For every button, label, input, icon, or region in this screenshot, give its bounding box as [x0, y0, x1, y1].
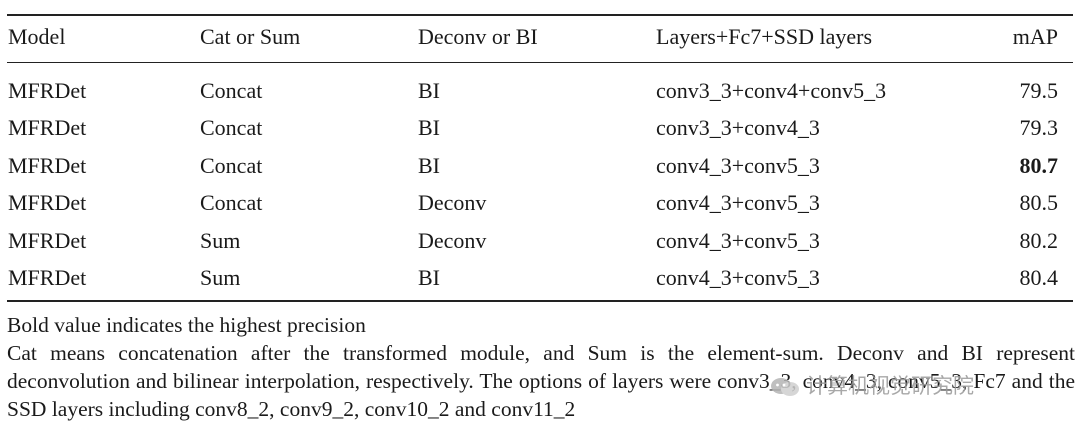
- table-top-rule: [7, 14, 1073, 16]
- table-row-5-deconv-bi: Deconv: [418, 228, 487, 253]
- table-row-6-layers: conv4_3+conv5_3: [656, 265, 820, 290]
- wechat-icon: [771, 378, 799, 396]
- table-row-1-model: MFRDet: [8, 78, 87, 103]
- table-row-1-deconv-bi: BI: [418, 78, 440, 103]
- table-row-3-cat-sum: Concat: [200, 153, 263, 178]
- table-row-6-map: 80.4: [1019, 265, 1059, 290]
- table-row-3-map-best: 80.7: [1019, 153, 1059, 178]
- table-row-6-model: MFRDet: [8, 265, 87, 290]
- table-footnotes: Bold value indicates the highest precisi…: [7, 311, 1075, 423]
- table-row-1-layers: conv3_3+conv4+conv5_3: [656, 78, 887, 103]
- table-row-4-layers: conv4_3+conv5_3: [656, 190, 820, 215]
- table-row-6-cat-sum: Sum: [200, 265, 241, 290]
- header-deconv-or-bi: Deconv or BI: [418, 24, 538, 49]
- header-layers: Layers+Fc7+SSD layers: [656, 24, 873, 49]
- table-row-5-map: 80.2: [1019, 228, 1059, 253]
- footnote-definitions: Cat means concatenation after the transf…: [7, 341, 1075, 421]
- header-cat-or-sum: Cat or Sum: [200, 24, 301, 49]
- table-row-5-layers: conv4_3+conv5_3: [656, 228, 820, 253]
- table-row-2-deconv-bi: BI: [418, 115, 440, 140]
- table-row-2-model: MFRDet: [8, 115, 87, 140]
- watermark: 计算机视觉研究院: [770, 373, 974, 399]
- table-row-4-cat-sum: Concat: [200, 190, 263, 215]
- table-row-5-model: MFRDet: [8, 228, 87, 253]
- table-row-3-layers: conv4_3+conv5_3: [656, 153, 820, 178]
- table-row-6-deconv-bi: BI: [418, 265, 440, 290]
- table-bottom-rule: [7, 300, 1073, 302]
- table-row-1-cat-sum: Concat: [200, 78, 263, 103]
- footnote-bold-note: Bold value indicates the highest precisi…: [7, 313, 366, 337]
- table-row-3-deconv-bi: BI: [418, 153, 440, 178]
- table-header-rule: [7, 62, 1073, 63]
- header-model: Model: [8, 24, 66, 49]
- table-row-5-cat-sum: Sum: [200, 228, 241, 253]
- watermark-text: 计算机视觉研究院: [806, 374, 974, 398]
- table-row-3-model: MFRDet: [8, 153, 87, 178]
- table-row-2-map: 79.3: [1019, 115, 1059, 140]
- table-row-2-cat-sum: Concat: [200, 115, 263, 140]
- table-row-4-map: 80.5: [1019, 190, 1059, 215]
- table-row-2-layers: conv3_3+conv4_3: [656, 115, 820, 140]
- header-map: mAP: [1012, 24, 1058, 49]
- table-row-1-map: 79.5: [1019, 78, 1059, 103]
- table-row-4-deconv-bi: Deconv: [418, 190, 487, 215]
- table-row-4-model: MFRDet: [8, 190, 87, 215]
